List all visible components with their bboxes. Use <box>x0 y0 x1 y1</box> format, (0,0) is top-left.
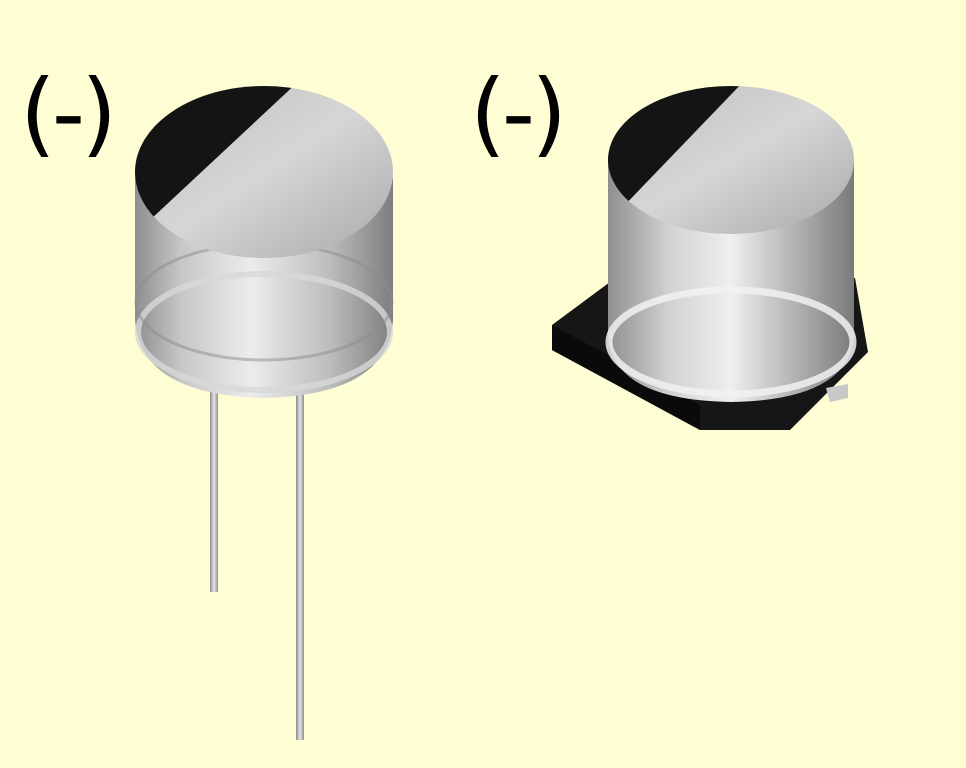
radial-capacitor <box>134 86 394 740</box>
long-lead <box>296 385 304 740</box>
radial-can-ring <box>135 271 393 393</box>
short-lead <box>210 385 218 592</box>
left-polarity-label: (-) <box>20 60 117 167</box>
smd-terminal <box>826 384 848 402</box>
smd-capacitor <box>552 86 868 430</box>
smd-can-ring <box>605 286 857 398</box>
right-polarity-label: (-) <box>470 60 567 167</box>
